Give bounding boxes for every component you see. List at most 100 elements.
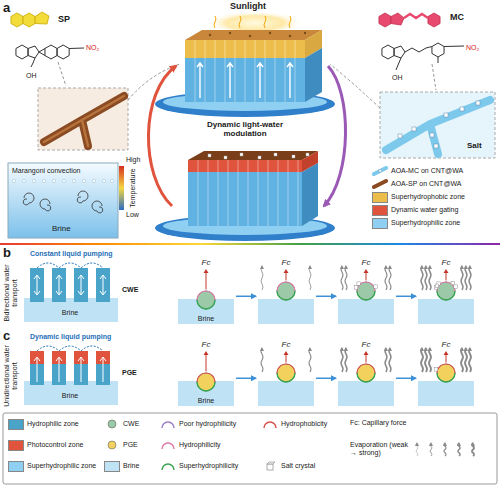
mc-structure [432,43,444,57]
droplet-illustration [461,266,463,290]
cwe-schematic [34,275,40,295]
sp-structure [45,45,57,59]
mc-structure [396,46,464,70]
evaporator-illuminated [185,30,322,40]
marangoni-box [12,179,113,182]
legend-text: Evaporation (weak → strong) [350,441,408,458]
legend-item: Photocontrol zone [8,440,83,451]
legend-item: Evaporation (weak → strong) [350,440,481,458]
marangoni-box [42,179,45,182]
droplet-illustration [437,364,455,382]
legend-symbol [160,461,176,471]
process-step: FcBrine [178,258,234,324]
legend-text: Dynamic water gating [391,206,458,214]
droplet-illustration [424,265,428,269]
cwe-schematic [37,263,103,268]
droplet-illustration [197,373,215,382]
legend-symbol [162,443,174,449]
droplet-illustration [197,291,215,309]
legend-item: Superhydrophilicity [160,461,238,471]
molecule-name: SP [58,14,70,24]
marangoni-box [110,179,113,182]
legend-symbol [457,442,461,446]
legend-swatch [104,461,120,472]
droplet-illustration [197,291,215,300]
droplet-illustration [469,266,471,290]
evaporator-dark [208,153,309,159]
evaporator-dark [302,163,318,226]
cwe-schematic [74,268,88,302]
droplet-illustration [454,285,457,288]
legend-symbol [160,419,176,429]
marangoni-box [119,166,124,210]
droplet-illustration [384,347,388,351]
droplet-illustration [388,265,392,269]
cwe-schematic [56,275,62,295]
evaporator-dark [198,160,298,226]
droplet-illustration [428,347,432,351]
chemical-group: OH [26,72,37,80]
legend-symbol [429,442,433,446]
force-label: Fc [202,341,211,349]
droplet-illustration [460,265,464,269]
process-step: Fc [418,258,474,324]
droplet-illustration [420,265,472,290]
droplet-illustration [446,354,447,363]
legend-item: Superhydrophilic zone [8,461,96,472]
droplet-illustration [425,348,427,372]
droplet-illustration [374,285,377,288]
device-label: CWE [122,286,138,294]
pge-schematic [37,346,103,351]
axis-label: Unidirectional water transport [3,345,19,407]
leader-line [58,62,66,86]
chemical-group: NO₂ [466,44,479,52]
droplet-illustration [260,347,264,351]
droplet-illustration [465,348,467,372]
droplet-illustration [206,272,207,290]
evaporator-illuminated [269,32,271,34]
droplet-illustration [258,299,314,324]
process-label: Dynamic liquid pumping [30,333,111,341]
droplet-illustration [385,266,387,290]
legend-symbol [458,443,460,456]
spectrum-divider [0,243,500,245]
mc-closeup [434,144,438,148]
legend-text: Brine [123,462,139,470]
droplet-illustration [428,265,432,269]
cwe-schematic [96,268,110,302]
droplet-illustration [338,258,394,324]
marangoni-box [72,179,75,182]
evaporator-illuminated [289,35,291,37]
evaporator-illuminated [209,32,306,37]
droplet-illustration [357,364,375,373]
legend-item: Fc: Capillary force [350,419,406,427]
sp-closeup [44,96,124,146]
process-step: FcBrine [178,340,234,406]
force-label: Fc [362,259,371,267]
droplet-illustration [465,266,467,290]
droplet-illustration [418,340,474,406]
mc-structure [394,46,405,58]
droplet-illustration [284,269,289,273]
chemical-group: NO₂ [86,44,99,52]
droplet-illustration [277,364,295,373]
droplet-illustration [309,348,311,372]
mc-icon [379,13,391,27]
legend-swatch [8,440,24,451]
droplet-illustration [308,347,312,351]
legend-symbol [104,419,120,429]
evaporator-illuminated [229,32,231,34]
cycle-arrow [324,66,346,206]
droplet-illustration [469,348,471,372]
legend-symbol [415,442,475,456]
evaporator-illuminated [257,63,263,98]
marangoni-box [62,179,65,182]
legend-symbol [262,461,278,471]
droplet-illustration [437,373,455,382]
sp-closeup [38,88,128,150]
mc-closeup [460,107,464,111]
flow-arrow [316,296,336,298]
